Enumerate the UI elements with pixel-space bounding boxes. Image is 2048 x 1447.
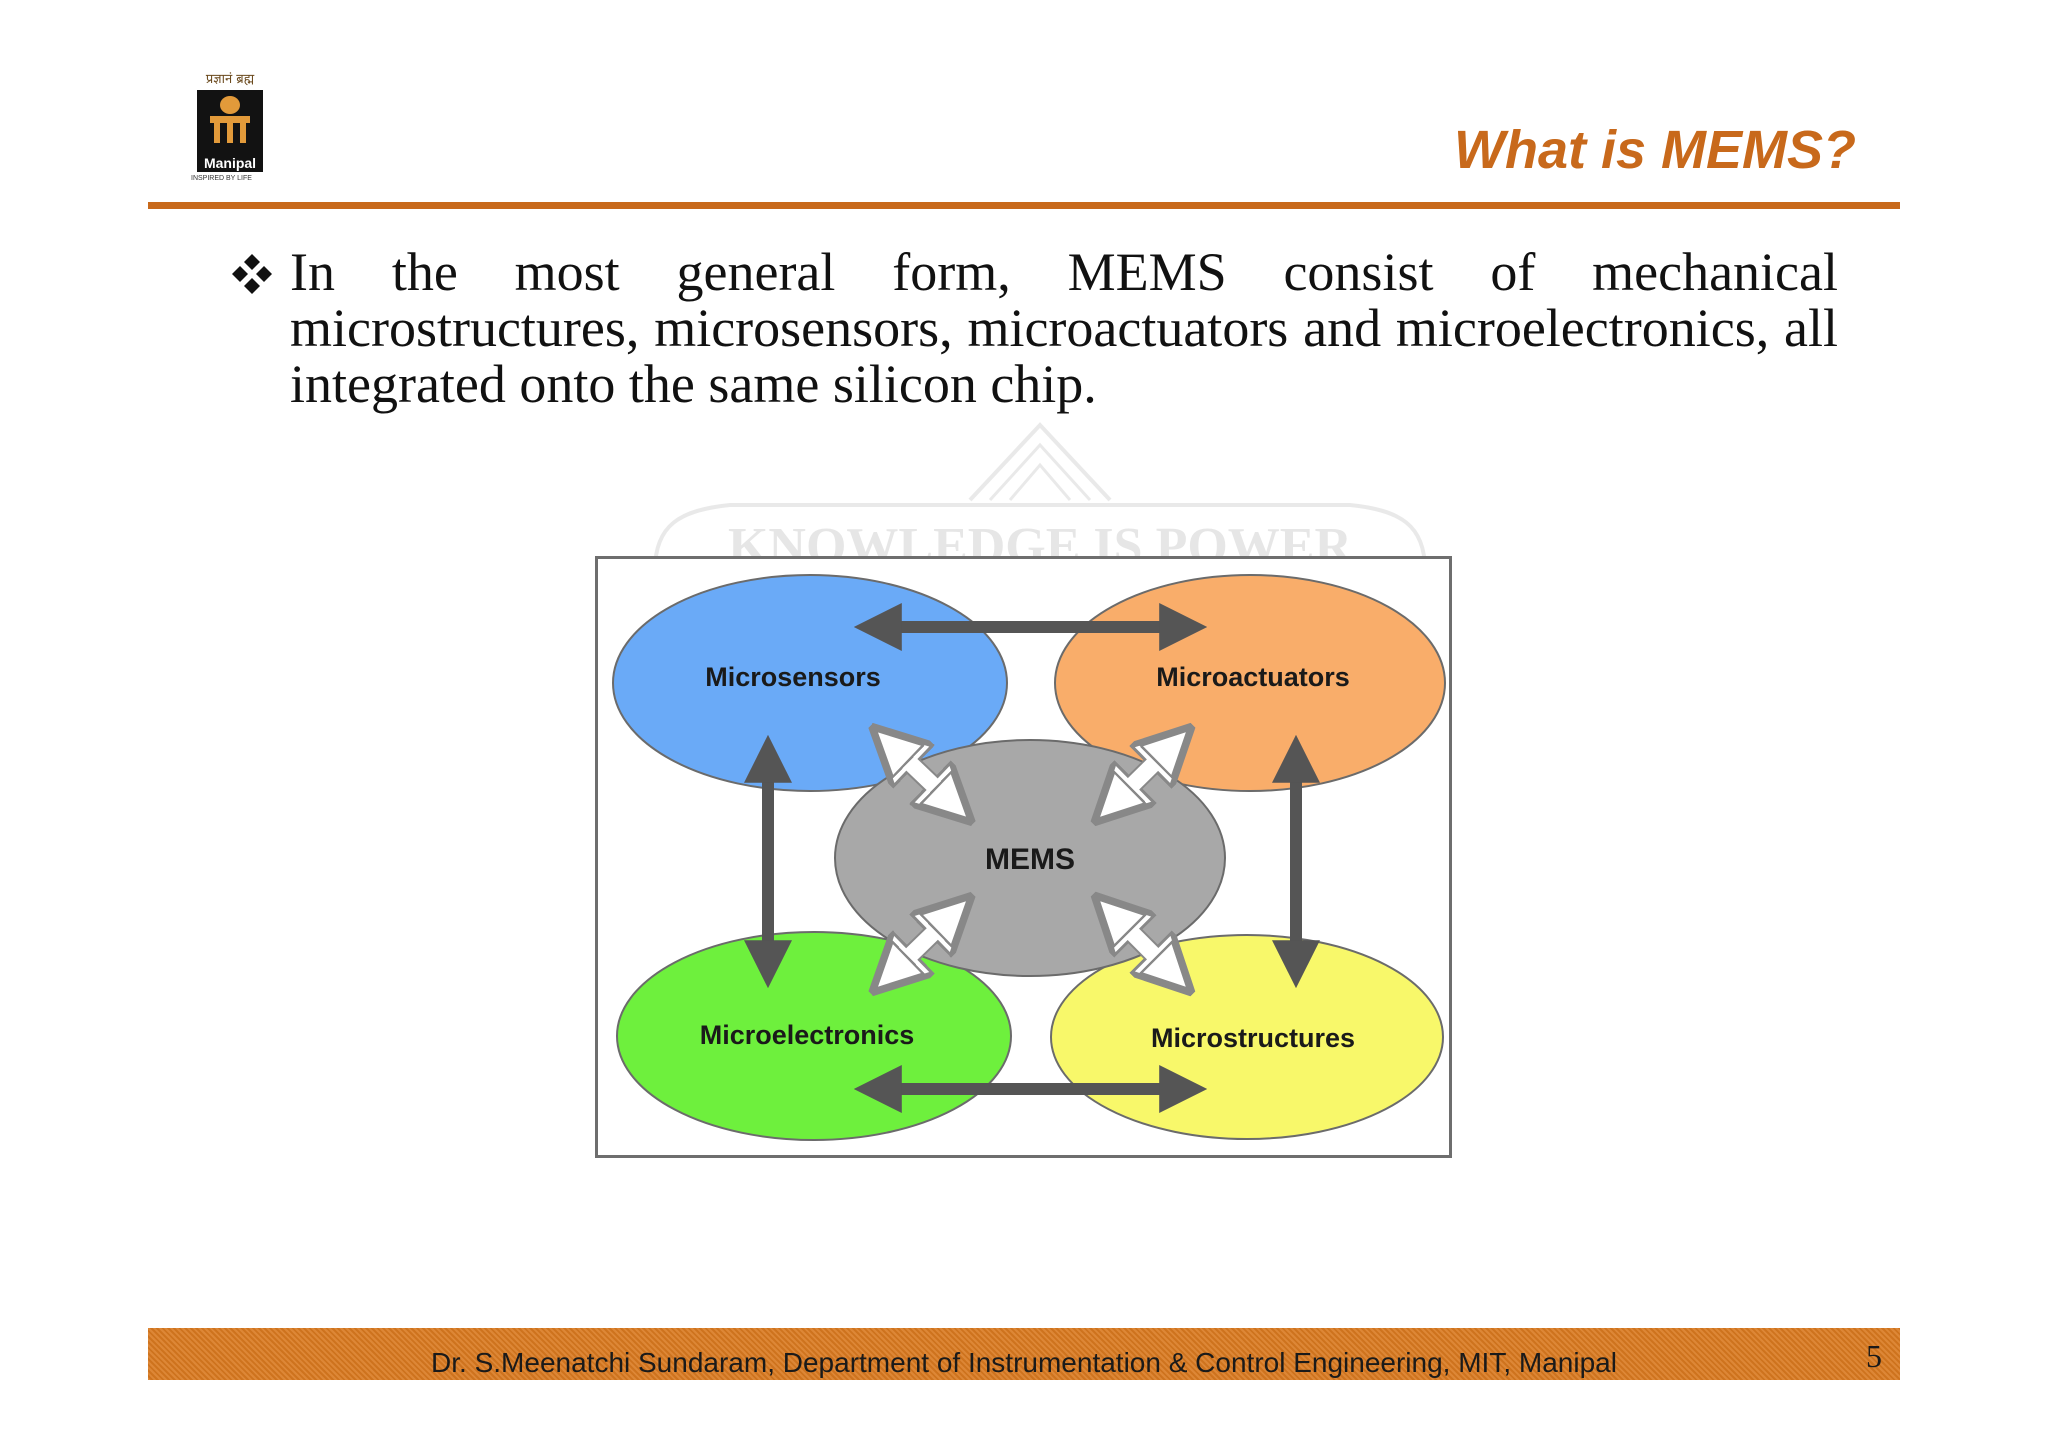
bullet-text: In the most general form, MEMS consist o… bbox=[290, 242, 1838, 414]
four-diamond-bullet-icon bbox=[232, 254, 272, 294]
arrow-mems-actuators bbox=[1110, 742, 1176, 807]
label-microactuators: Microactuators bbox=[1156, 662, 1350, 692]
watermark: KNOWLEDGE IS POWER bbox=[653, 422, 1427, 575]
slide-title: What is MEMS? bbox=[1454, 120, 1856, 180]
manipal-logo: प्रज्ञानं ब्रह्म Manipal INSPIRED BY LIF… bbox=[191, 72, 269, 192]
label-microsensors: Microsensors bbox=[705, 662, 881, 692]
arrow-mems-sensors bbox=[888, 742, 956, 807]
label-microelectronics: Microelectronics bbox=[700, 1020, 915, 1050]
logo-name: Manipal bbox=[197, 154, 263, 172]
arrow-mems-structures bbox=[1110, 911, 1176, 977]
arrow-mems-electronics bbox=[888, 911, 956, 977]
mems-diagram: Microsensors Microactuators MEMS Microel… bbox=[595, 556, 1452, 1158]
label-microstructures: Microstructures bbox=[1151, 1023, 1355, 1053]
title-divider bbox=[148, 202, 1900, 209]
logo-emblem bbox=[197, 90, 263, 154]
footer-bar: Dr. S.Meenatchi Sundaram, Department of … bbox=[148, 1328, 1900, 1380]
page-number: 5 bbox=[1866, 1338, 1882, 1374]
label-mems: MEMS bbox=[985, 843, 1075, 876]
logo-figure-icon bbox=[210, 96, 250, 143]
footer-credit: Dr. S.Meenatchi Sundaram, Department of … bbox=[431, 1347, 1617, 1378]
logo-tagline: प्रज्ञानं ब्रह्म bbox=[205, 72, 255, 87]
logo-subtitle: INSPIRED BY LIFE bbox=[191, 175, 252, 182]
